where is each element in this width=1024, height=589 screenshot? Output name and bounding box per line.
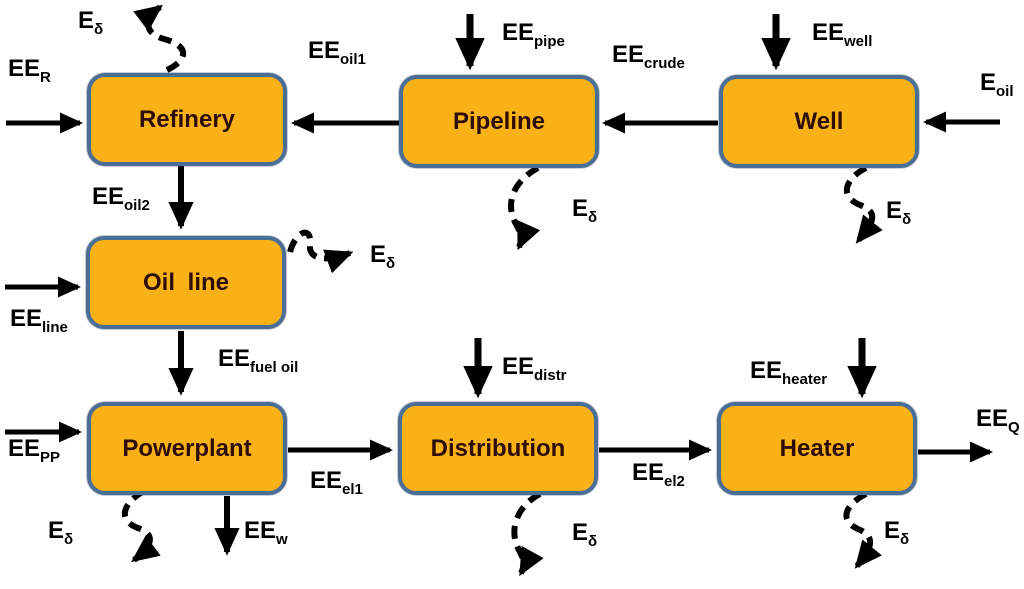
label-ee-well: EEwell: [812, 19, 873, 50]
label-ee-el1: EEel1: [310, 467, 363, 498]
box-powerplant: Powerplant: [87, 402, 287, 495]
box-pipeline: Pipeline: [399, 75, 599, 168]
box-powerplant-label: Powerplant: [122, 434, 252, 462]
box-well-label: Well: [794, 107, 844, 135]
label-ee-distr: EEdistr: [502, 353, 567, 384]
label-e-delta-well: Eδ: [886, 197, 912, 228]
label-ee-el2: EEel2: [632, 459, 685, 490]
loss-squiggle-oil-line: [287, 229, 354, 274]
box-oil-line: Oil line: [86, 236, 286, 329]
loss-squiggle-distribution: [511, 491, 544, 577]
label-e-delta-distribution: Eδ: [572, 519, 598, 550]
box-pipeline-label: Pipeline: [452, 107, 546, 135]
loss-squiggle-powerplant: [121, 488, 161, 563]
label-ee-q: EEQ: [976, 405, 1020, 436]
box-oil-line-label: Oil line: [142, 268, 229, 296]
label-e-delta-refinery: Eδ: [78, 7, 104, 38]
label-ee-fuel-oil: EEfuel oil: [218, 345, 299, 376]
label-ee-crude: EEcrude: [612, 41, 685, 72]
box-refinery: Refinery: [87, 73, 287, 166]
label-ee-oil1: EEoil1: [308, 37, 366, 68]
box-distribution: Distribution: [398, 402, 598, 495]
label-ee-r: EER: [8, 55, 51, 86]
label-e-oil: Eoil: [980, 69, 1014, 100]
box-well: Well: [719, 75, 919, 168]
label-ee-pipe: EEpipe: [502, 19, 565, 50]
label-ee-w: EEw: [244, 517, 288, 548]
label-ee-heater: EEheater: [750, 357, 828, 388]
box-heater: Heater: [717, 402, 917, 495]
label-ee-pp: EEPP: [8, 435, 61, 466]
box-distribution-label: Distribution: [430, 434, 566, 462]
box-heater-label: Heater: [779, 434, 855, 462]
loss-squiggle-well: [843, 165, 883, 244]
label-e-delta-oil-line: Eδ: [370, 241, 396, 272]
loss-squiggle-pipeline: [508, 165, 541, 251]
loss-squiggle-heater: [843, 491, 882, 569]
box-refinery-label: Refinery: [138, 105, 236, 133]
label-e-delta-powerplant: Eδ: [48, 517, 74, 548]
label-ee-oil2: EEoil2: [92, 183, 150, 214]
label-ee-line: EEline: [10, 305, 68, 336]
label-e-delta-pipeline: Eδ: [572, 195, 598, 226]
loss-squiggle-refinery: [133, 4, 186, 73]
label-e-delta-heater: Eδ: [884, 517, 910, 548]
